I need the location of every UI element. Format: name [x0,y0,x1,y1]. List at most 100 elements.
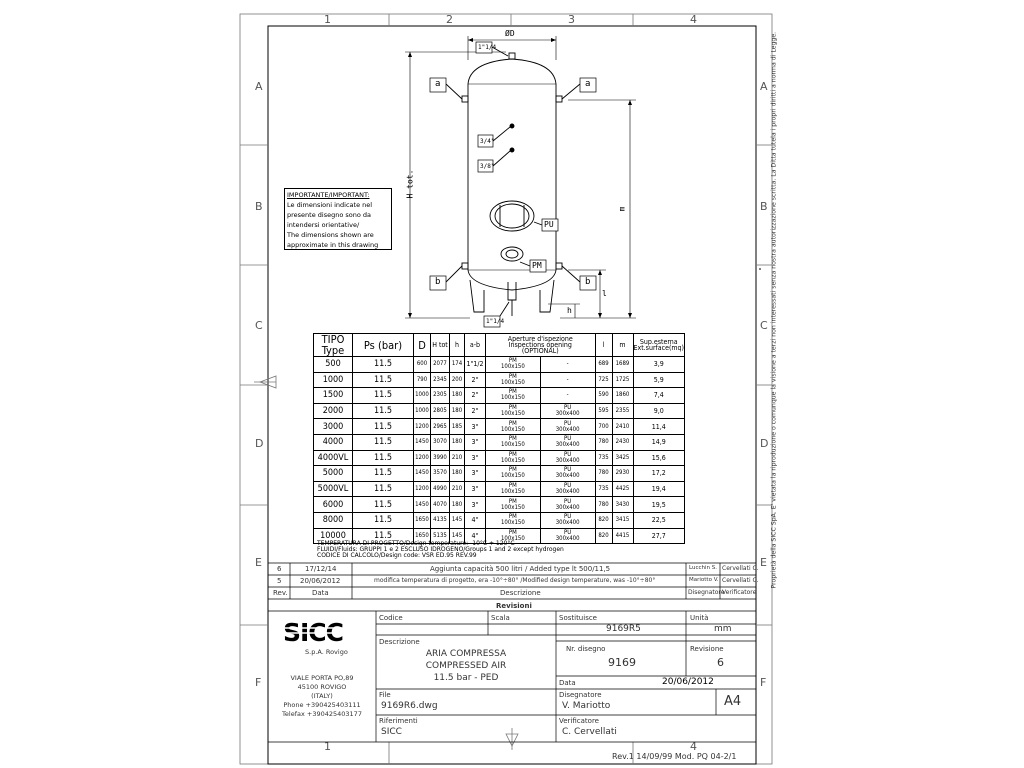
desc-line-2: COMPRESSED AIR [425,661,507,671]
row-label-f-left: F [255,676,262,689]
scala-label: Scala [491,614,510,622]
data-value: 20/06/2012 [662,677,714,687]
fitting-top-label: 1"1/4 [478,44,497,51]
desc-line-1: ARIA COMPRESSA [425,649,507,659]
sostituisce-label: Sostituisce [559,614,597,622]
note-line-3: intendersi orientative/ [287,221,360,229]
file-value: 9169R6.dwg [381,701,438,711]
row-label-d-left: D [255,437,264,450]
col-label-bottom-1: 1 [324,740,331,753]
cell-pm: PM 100x150 [485,527,541,545]
cell-pm: PM 100x150 [485,371,541,389]
row-label-b-left: B [255,200,263,213]
nr-disegno-label: Nr. disegno [566,645,606,653]
row-label-a-right: A [760,80,768,93]
unita-label: Unità [690,614,709,622]
rev-hdr-checker: Verificatore [722,589,757,596]
col-label-3: 3 [568,13,575,26]
row-label-c-right: C [760,319,768,332]
rev-row-6-date: 17/12/14 [305,565,337,573]
note-fluids: FLUIDI/Fluids: GRUPPI 1 e 2 ESCLUSO IDRO… [317,546,564,553]
rev-row-5-rev: 5 [277,577,282,585]
rev-row-6-designer: Lucchin S. [689,565,717,571]
cell-m: 3430 [611,496,634,513]
row-label-c-left: C [255,319,263,332]
format-value: A4 [724,694,742,709]
rev-hdr-rev: Rev. [273,589,288,597]
codice-label: Codice [379,614,403,622]
cell-m: 4415 [611,527,634,545]
note-line-1: Le dimensioni indicate nel [287,201,373,209]
hdr-htot: H tot [430,333,450,357]
label-pm: PM [532,261,542,270]
note-design-temp: TEMPERATURA DI PROGETTO/Design temperatu… [317,540,515,547]
tank-spec-table: TIPO Type Ps (bar) D H tot h a-b Apertur… [313,333,685,545]
col-label-bottom-4: 4 [690,740,697,753]
cell-m: 3425 [611,449,634,467]
address-line-1: VIALE PORTA PO,89 [290,674,354,682]
label-pu: PU [544,220,554,229]
hdr-tipo: TIPO Type [313,333,353,357]
row-label-d-right: D [760,437,769,450]
rev-row-5-desc: modifica temperatura di progetto, era -1… [374,577,656,584]
hdr-sup-2: Ext.surface(mq) [633,344,684,352]
note-line-5: approximate in this drawing [287,241,379,249]
data-label: Data [559,679,576,687]
hdr-ps: Ps (bar) [352,333,414,357]
dim-diameter-label: ØD [505,29,515,38]
rev-row-6-checker: Cervellati C. [722,565,759,572]
col-label-1: 1 [324,13,331,26]
cell-sup: 27,7 [632,527,685,545]
dim-l-label: l [602,289,607,298]
file-label: File [379,691,391,699]
verificatore-value: C. Cervellati [562,727,617,737]
nr-disegno-value: 9169 [608,656,636,669]
rev-hdr-date: Data [312,589,329,597]
note-design-code: CODICE DI CALCOLO/Design code: VSR ED.95… [317,552,477,559]
hdr-ap-3: (OPTIONAL) [521,347,559,355]
hdr-apertures: Aperture d'ispezione Inspections opening… [485,333,596,357]
company-sub: S.p.A. Rovigo [305,648,348,656]
riferimenti-value: SICC [381,727,402,737]
hdr-ap-1: Aperture d'ispezione [507,335,573,343]
rev-row-6-desc: Aggiunta capacità 500 litri / Added type… [430,565,611,573]
revisione-value: 6 [717,656,724,669]
cell-pu: PU 300x400 [539,527,596,545]
row-label-a-left: A [255,80,263,93]
logo-text: SICC [283,619,343,645]
address-line-3: (ITALY) [311,692,333,700]
sostituisce-value: 9169R5 [606,624,641,634]
rev-hdr-designer: Disegnatore [688,589,725,596]
hdr-tipo-text: TIPO [321,333,345,346]
label-b-right: b [585,277,591,287]
revision-ref: Rev.1 14/09/99 Mod. PQ 04-2/1 [612,752,737,761]
col-label-4: 4 [690,13,697,26]
fitting-38-label: 3/8" [480,163,495,170]
note-line-4: The dimensions shown are [287,231,374,239]
hdr-sup-1: Sup.esterna [639,338,678,346]
hdr-sup: Sup.esterna Ext.surface(mq) [632,333,685,357]
hdr-ap-2: Inspections opening [508,341,572,349]
table-header-row: TIPO Type Ps (bar) D H tot h a-b Apertur… [313,333,685,357]
address-fax: Telefax +390425403177 [282,710,362,718]
rev-row-5-date: 20/06/2012 [300,577,341,585]
important-note: IMPORTANTE/IMPORTANT: Le dimensioni indi… [284,188,392,250]
label-a-right: a [585,79,591,89]
address-line-2: 45100 ROVIGO [297,683,347,691]
address-phone: Phone +390425403111 [283,701,361,709]
descrizione-label: Descrizione [379,638,420,646]
table-notes: TEMPERATURA DI PROGETTO/Design temperatu… [317,541,564,559]
label-b-left: b [435,277,441,287]
col-label-2: 2 [446,13,453,26]
rev-hdr-desc: Descrizione [500,589,541,597]
dim-h-label: h [567,306,572,315]
row-label-e-left: E [255,556,262,569]
